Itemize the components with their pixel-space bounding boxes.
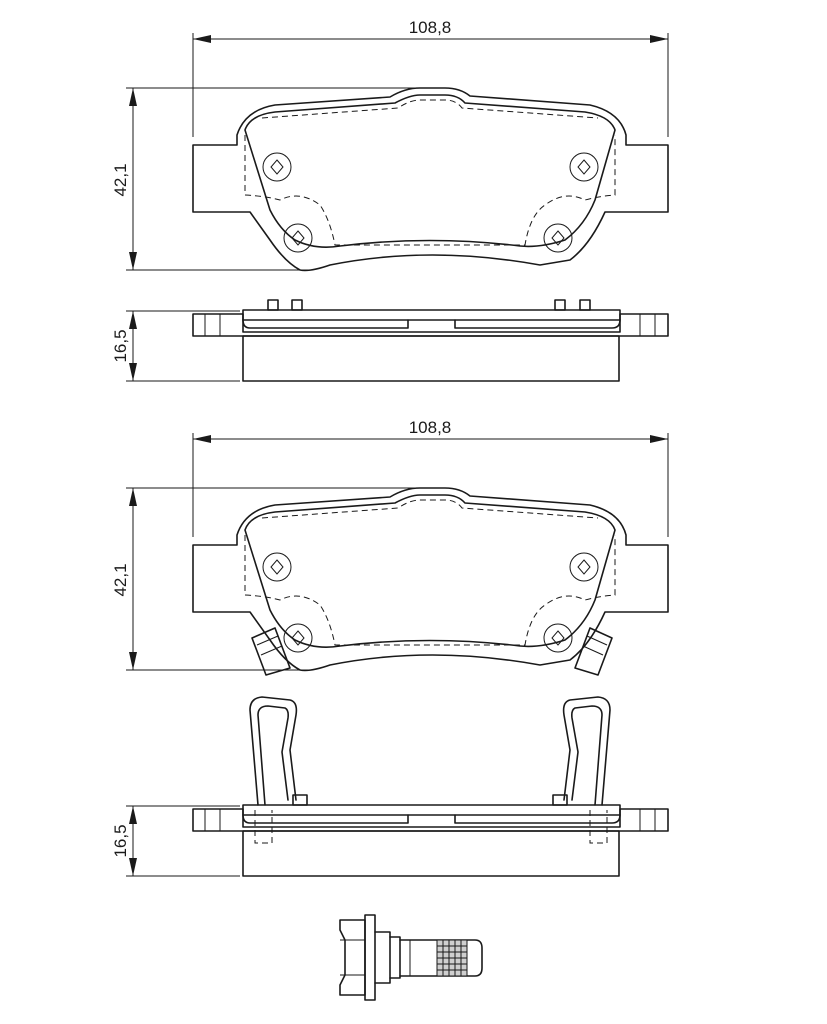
bolt bbox=[339, 914, 483, 1001]
top-pad-side-view: 16,5 bbox=[111, 299, 669, 382]
bottom-pad-front-view: 108,8 42,1 bbox=[111, 418, 669, 676]
top-height-label: 42,1 bbox=[111, 163, 130, 196]
bottom-width-label: 108,8 bbox=[409, 418, 452, 437]
bottom-thickness-label: 16,5 bbox=[111, 824, 130, 857]
top-pad-front-view: 108,8 42,1 bbox=[111, 18, 669, 272]
top-width-label: 108,8 bbox=[409, 18, 452, 37]
bottom-pad-side-view: 16,5 bbox=[111, 696, 669, 877]
bottom-height-label: 42,1 bbox=[111, 563, 130, 596]
top-thickness-label: 16,5 bbox=[111, 329, 130, 362]
